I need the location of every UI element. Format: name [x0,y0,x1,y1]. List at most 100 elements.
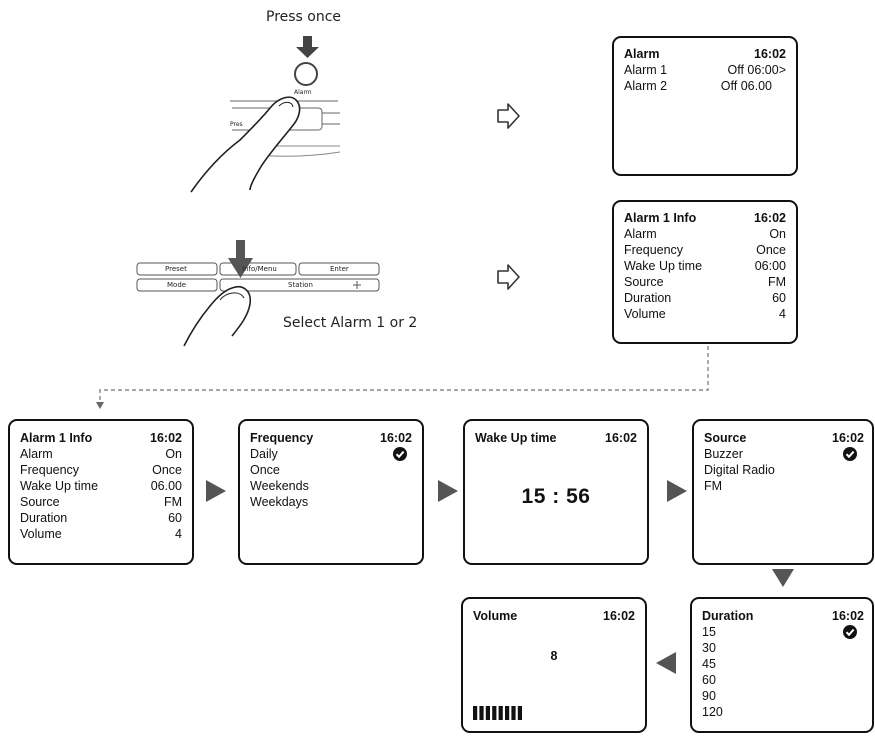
screen-time: 16:02 [754,47,786,61]
frequency-option: Once [250,463,280,477]
frequency-option: Daily [250,447,278,461]
info-row: Frequency Once [624,242,786,258]
volume-bar [492,706,497,720]
clock-readout: 15 : 56 [521,485,591,508]
screen-time: 16:02 [603,609,635,623]
volume-level-bars [473,706,522,720]
row-label: Frequency [624,243,684,257]
key-mode-label: Mode [167,281,187,289]
row-value: FM [767,275,786,289]
volume-bar [498,706,503,720]
screen-title: Volume [473,609,518,623]
info-row: Volume 4 [20,526,182,542]
row-value: 06.00 [150,479,182,493]
key-enter-label: Enter [330,265,349,273]
screen-time: 16:02 [832,609,864,623]
screen-title: Alarm 1 Info [20,431,93,445]
info-row: Duration 60 [624,290,786,306]
alarm-button-label: Alarm [294,89,312,96]
alarm-2-row: Alarm 2 Off 06.00 [624,78,772,94]
key-station-label: Station [288,281,313,289]
info-row: Volume 4 [624,306,786,322]
screen-time: 16:02 [380,431,412,445]
info-row: Alarm On [20,446,182,462]
row-label: Source [20,495,60,509]
screen-title: Alarm 1 Info [624,211,697,225]
duration-option: 120 [702,705,723,719]
screen-title: Source [704,431,747,445]
select-alarm-label: Select Alarm 1 or 2 [283,315,418,331]
duration-option: 60 [702,673,716,687]
row-label: Duration [624,291,672,305]
row-value: On [165,447,182,461]
row-value: 60 [168,511,182,525]
volume-bar [479,706,484,720]
info-row: Frequency Once [20,462,182,478]
volume-bar [517,706,522,720]
row-label: Alarm 2 [624,79,668,93]
row-value: 60 [772,291,786,305]
screen-title: Wake Up time [475,431,557,445]
volume-bar [511,706,516,720]
row-value: Once [152,463,182,477]
row-value: FM [163,495,182,509]
row-value: Once [756,243,786,257]
row-label: Frequency [20,463,80,477]
row-value: 4 [175,527,182,541]
check-icon [843,625,857,639]
frequency-option: Weekdays [250,495,309,509]
press-once-label: Press once [266,9,342,25]
volume-level-value: 8 [550,649,558,663]
row-label: Alarm 1 [624,63,668,77]
row-label: Alarm [20,447,53,461]
source-option: Buzzer [704,447,743,461]
row-label: Volume [20,527,62,541]
volume-bar [473,706,478,720]
row-label: Wake Up time [20,479,99,493]
row-label: Duration [20,511,68,525]
info-row: Wake Up time 06.00 [20,478,182,494]
volume-screen: Volume 16:02 8 [461,597,647,733]
screen-time: 16:02 [150,431,182,445]
row-value: 4 [779,307,786,321]
wake-up-time-screen: Wake Up time 16:02 15 : 56 [463,419,649,565]
screen-title: Frequency [250,431,314,445]
info-row: Source FM [624,274,786,290]
volume-bar [485,706,490,720]
source-option: FM [704,479,723,493]
source-screen: Source 16:02 Buzzer Digital Radio FM [692,419,874,565]
alarm-1-row: Alarm 1 Off 06:00> [624,62,786,78]
row-value: 06:00 [754,259,786,273]
row-label: Volume [624,307,666,321]
duration-option: 45 [702,657,716,671]
info-row: Duration 60 [20,510,182,526]
screen-title: Duration [702,609,754,623]
row-label: Source [624,275,664,289]
volume-bar [505,706,510,720]
duration-option: 30 [702,641,716,655]
source-option: Digital Radio [704,463,775,477]
duration-option: 15 [702,625,716,639]
row-value: Off 06.00 [720,79,772,93]
frequency-screen: Frequency 16:02 Daily Once Weekends Week… [238,419,424,565]
alarm-list-screen: Alarm 16:02 Alarm 1 Off 06:00> Alarm 2 O… [612,36,798,176]
key-preset-label: Preset [165,265,187,273]
info-row: Wake Up time 06:00 [624,258,786,274]
check-icon [393,447,407,461]
row-label: Wake Up time [624,259,703,273]
duration-screen: Duration 16:02 15 30 45 60 90 120 [690,597,874,733]
keypad-partial-preset-label: Pres [230,121,243,128]
frequency-option: Weekends [250,479,309,493]
screen-title: Alarm [624,47,660,61]
